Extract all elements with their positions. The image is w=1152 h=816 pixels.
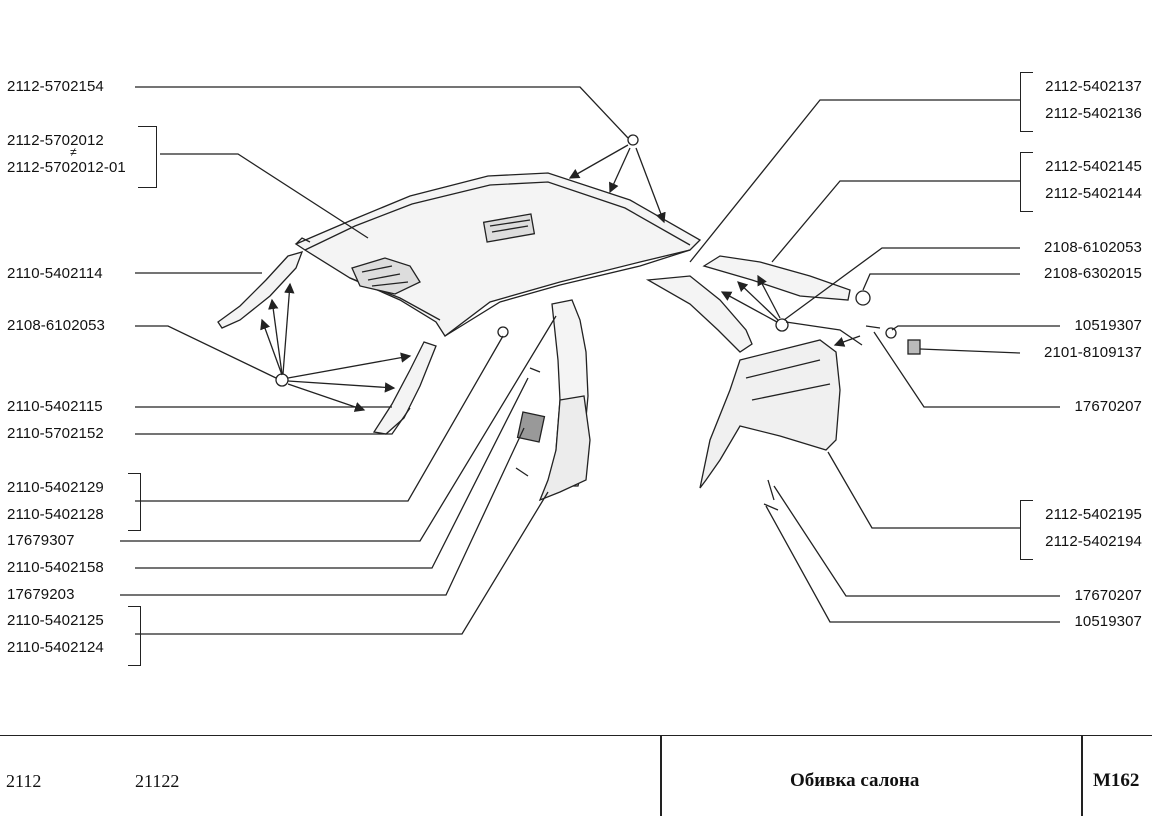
- part-label: 2110-5402158: [7, 559, 104, 576]
- c-pillar-trim-part: [645, 275, 753, 353]
- part-label: 2112-5402137: [1045, 78, 1142, 95]
- rear-shelf-trim-part: [702, 255, 851, 301]
- label-bracket: [1020, 72, 1033, 132]
- sheet-code: M162: [1093, 770, 1140, 791]
- part-label: 2108-6102053: [1044, 239, 1142, 256]
- title-block: 2112 21122 Обивка салона M162: [0, 735, 1152, 816]
- a-pillar-trim-part: [217, 251, 304, 329]
- luggage-trim-part: [699, 339, 841, 489]
- label-bracket: [1020, 152, 1033, 212]
- part-label: 2110-5402129: [7, 479, 104, 496]
- part-label: 2112-5402194: [1045, 533, 1142, 550]
- sheet-title: Обивка салона: [790, 770, 920, 791]
- part-label: 2112-5402144: [1045, 185, 1142, 202]
- label-bracket: [128, 606, 141, 666]
- model-number: 21122: [135, 771, 180, 791]
- part-label: 2110-5402115: [7, 398, 103, 415]
- part-label: 2108-6102053: [7, 317, 105, 334]
- roof-headliner-part: [294, 172, 702, 337]
- part-label: 2110-5402128: [7, 506, 104, 523]
- part-label: 2108-6302015: [1044, 265, 1142, 282]
- parts-diagram: 2112-5702154 2112-5702012 ≠ 2112-5702012…: [7, 72, 1142, 666]
- model-number: 2112: [6, 771, 42, 791]
- part-label: 2101-8109137: [1044, 344, 1142, 361]
- part-label: 10519307: [1074, 317, 1142, 334]
- pair-symbol: ≠: [70, 145, 77, 159]
- part-label: 2110-5402124: [7, 639, 104, 656]
- part-label: 2110-5702152: [7, 425, 104, 442]
- part-label: 2112-5402195: [1045, 506, 1142, 523]
- part-label: 2112-5702012: [7, 132, 104, 149]
- part-label: 2110-5402125: [7, 612, 104, 629]
- part-label: 2112-5702154: [7, 78, 104, 95]
- part-label: 17679203: [7, 586, 75, 603]
- part-label: 10519307: [1074, 613, 1142, 630]
- plug-part: [855, 290, 871, 306]
- label-bracket: [128, 473, 141, 531]
- part-label: 2112-5402136: [1045, 105, 1142, 122]
- title-block-divider: [660, 736, 662, 816]
- label-bracket: [138, 126, 157, 188]
- title-block-divider: [1081, 736, 1083, 816]
- part-label: 2110-5402114: [7, 265, 103, 282]
- part-label: 17670207: [1074, 398, 1142, 415]
- part-label: 17679307: [7, 532, 75, 549]
- b-pillar-lower-part: [538, 395, 591, 502]
- parts-drawing: [120, 86, 1060, 635]
- seat-belt-cover-part: [516, 411, 546, 443]
- label-bracket: [1020, 500, 1033, 560]
- a-pillar-trim-lower-part: [372, 341, 437, 435]
- part-label: 2112-5702012-01: [7, 159, 126, 176]
- part-label: 17670207: [1074, 587, 1142, 604]
- part-label: 2112-5402145: [1045, 158, 1142, 175]
